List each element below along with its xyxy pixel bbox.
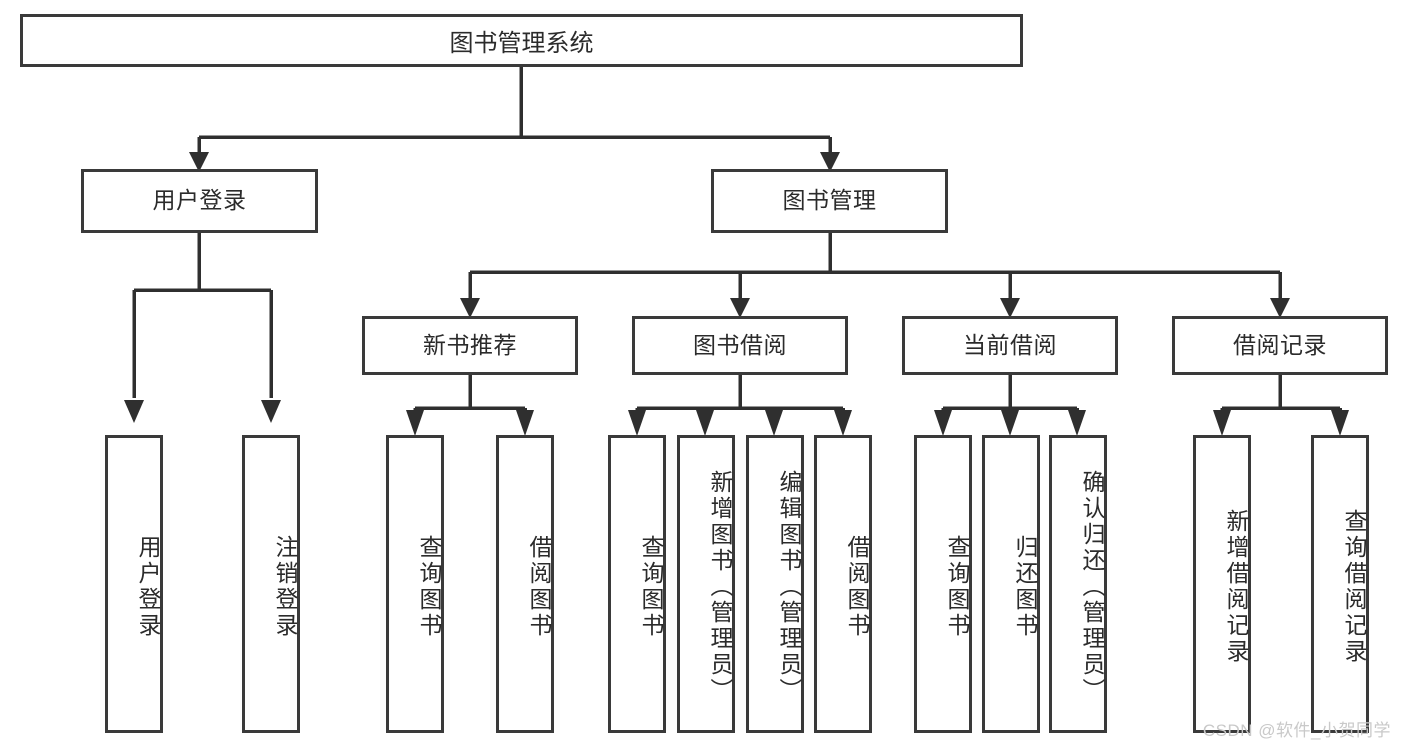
node-leaf-query-book-1[interactable]: 查询图书 bbox=[386, 435, 444, 733]
node-borrow-record[interactable]: 借阅记录 bbox=[1172, 316, 1388, 375]
node-leaf-query-record-label: 查询借阅记录 bbox=[1341, 509, 1367, 665]
node-leaf-borrow-book-1-label: 借阅图书 bbox=[526, 535, 552, 639]
node-new-book-recommend-label: 新书推荐 bbox=[423, 331, 517, 358]
node-leaf-add-record[interactable]: 新增借阅记录 bbox=[1193, 435, 1251, 733]
node-leaf-query-record[interactable]: 查询借阅记录 bbox=[1311, 435, 1369, 733]
node-user-login-label: 用户登录 bbox=[152, 187, 247, 214]
node-user-login[interactable]: 用户登录 bbox=[81, 169, 318, 233]
node-book-management[interactable]: 图书管理 bbox=[711, 169, 948, 233]
node-root[interactable]: 图书管理系统 bbox=[20, 14, 1023, 67]
node-leaf-return-book-label: 归还图书 bbox=[1012, 535, 1038, 639]
node-leaf-query-book-3[interactable]: 查询图书 bbox=[914, 435, 972, 733]
node-leaf-borrow-book-2-label: 借阅图书 bbox=[844, 535, 870, 639]
node-book-borrow[interactable]: 图书借阅 bbox=[632, 316, 848, 375]
node-current-borrow-label: 当前借阅 bbox=[963, 331, 1057, 358]
node-leaf-edit-book-label: 编辑图书（管理员） bbox=[776, 470, 802, 704]
node-leaf-logout-login-label: 注销登录 bbox=[272, 535, 298, 639]
node-leaf-user-login-label: 用户登录 bbox=[135, 535, 161, 639]
node-leaf-borrow-book-1[interactable]: 借阅图书 bbox=[496, 435, 554, 733]
csdn-watermark: CSDN @软件_小贺同学 bbox=[1202, 721, 1391, 740]
node-new-book-recommend[interactable]: 新书推荐 bbox=[362, 316, 578, 375]
node-root-label: 图书管理系统 bbox=[449, 30, 594, 57]
node-leaf-add-record-label: 新增借阅记录 bbox=[1223, 509, 1249, 665]
node-leaf-logout-login[interactable]: 注销登录 bbox=[242, 435, 300, 733]
node-book-borrow-label: 图书借阅 bbox=[693, 331, 787, 358]
node-leaf-edit-book[interactable]: 编辑图书（管理员） bbox=[746, 435, 804, 733]
node-borrow-record-label: 借阅记录 bbox=[1233, 331, 1327, 358]
node-leaf-user-login[interactable]: 用户登录 bbox=[105, 435, 163, 733]
node-leaf-borrow-book-2[interactable]: 借阅图书 bbox=[814, 435, 872, 733]
node-leaf-return-book[interactable]: 归还图书 bbox=[982, 435, 1040, 733]
node-leaf-add-book-label: 新增图书（管理员） bbox=[707, 470, 733, 704]
node-leaf-add-book[interactable]: 新增图书（管理员） bbox=[677, 435, 735, 733]
node-leaf-confirm-return[interactable]: 确认归还（管理员） bbox=[1049, 435, 1107, 733]
node-leaf-query-book-3-label: 查询图书 bbox=[944, 535, 970, 639]
node-leaf-query-book-1-label: 查询图书 bbox=[416, 535, 442, 639]
node-current-borrow[interactable]: 当前借阅 bbox=[902, 316, 1118, 375]
node-leaf-query-book-2[interactable]: 查询图书 bbox=[608, 435, 666, 733]
node-leaf-confirm-return-label: 确认归还（管理员） bbox=[1079, 470, 1105, 704]
node-leaf-query-book-2-label: 查询图书 bbox=[638, 535, 664, 639]
node-book-management-label: 图书管理 bbox=[782, 187, 877, 214]
